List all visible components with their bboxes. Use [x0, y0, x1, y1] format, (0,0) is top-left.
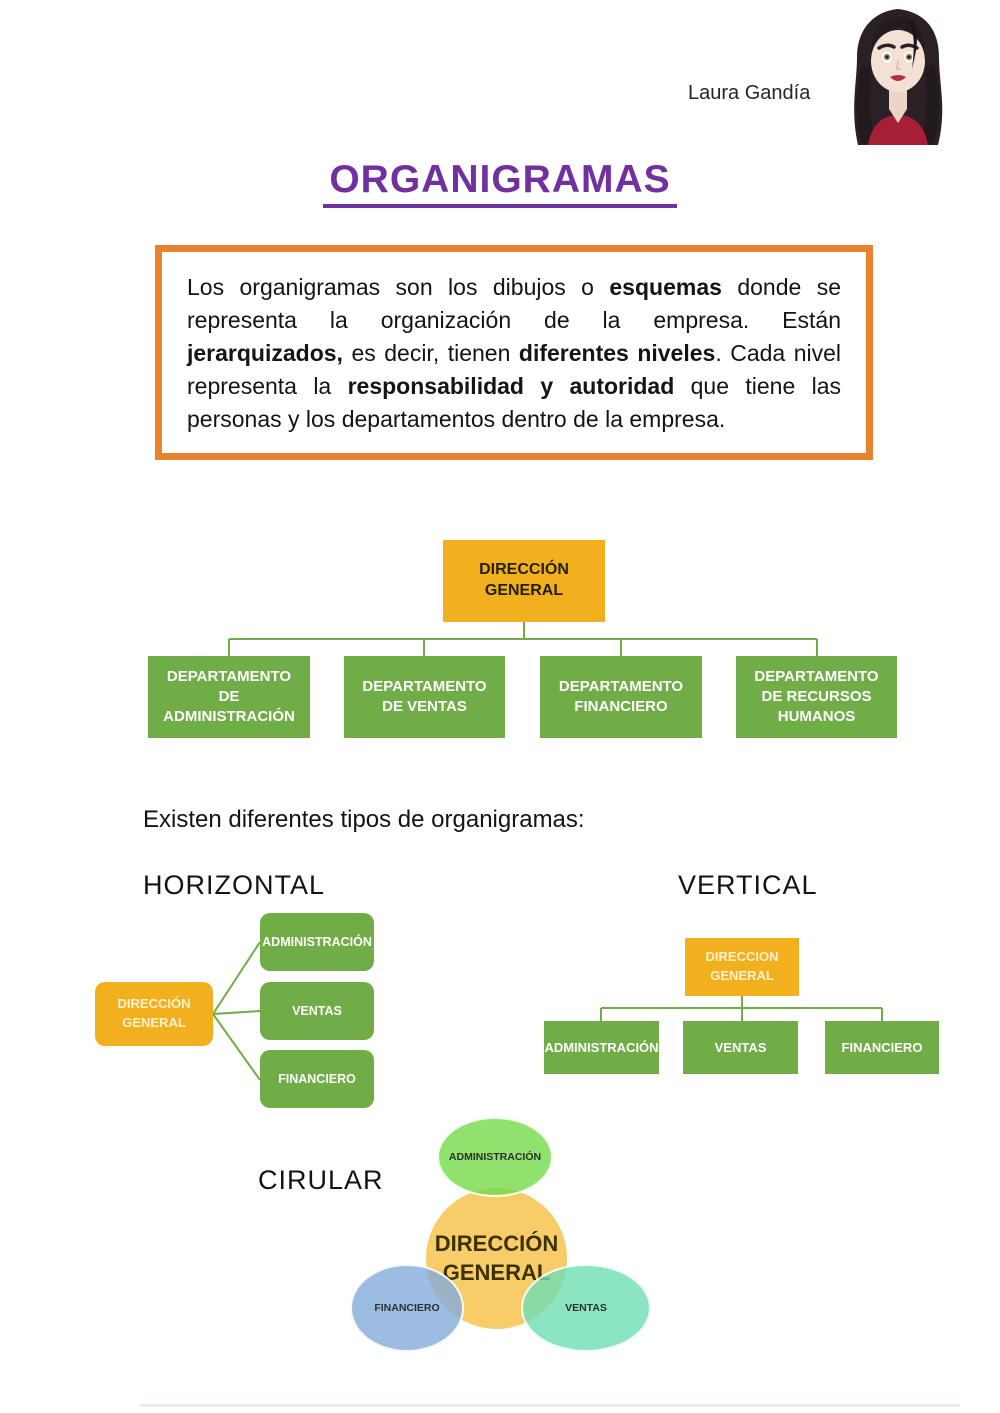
vertical-chart-connectors: [600, 996, 883, 1022]
intro-segment-bold: esquemas: [609, 274, 722, 300]
org-box-departamento-ventas: DEPARTAMENTO DE VENTAS: [344, 656, 505, 738]
intro-segment-bold: responsabilidad y autoridad: [347, 372, 675, 399]
heading-horizontal: HORIZONTAL: [143, 870, 326, 900]
vertical-box-ventas: VENTAS: [683, 1021, 798, 1074]
page-bottom-artifact-line: [140, 1404, 960, 1407]
org-box-departamento-administracion: DEPARTAMENTO DE ADMINISTRACIÓN: [148, 656, 310, 738]
horizontal-box-financiero: FINANCIERO: [260, 1050, 374, 1108]
intro-segment: . Cada nivel representa la: [187, 339, 841, 399]
vertical-box-direccion-general: DIRECCION GENERAL: [685, 938, 799, 996]
org-box-departamento-recursos-humanos: DEPARTAMENTO DE RECURSOS HUMANOS: [736, 656, 897, 738]
page-title: ORGANIGRAMAS: [0, 158, 1000, 208]
vertical-box-financiero: FINANCIERO: [825, 1021, 939, 1074]
author-name: Laura Gandía: [688, 82, 811, 104]
org-box-departamento-financiero: DEPARTAMENTO FINANCIERO: [540, 656, 702, 738]
intro-segment: donde se representa la organización de l…: [187, 274, 841, 333]
vertical-box-administracion: ADMINISTRACIÓN: [544, 1021, 659, 1074]
intro-segment: es decir, tienen: [342, 339, 519, 366]
horizontal-box-ventas: VENTAS: [260, 982, 374, 1040]
intro-segment-bold: diferentes niveles: [518, 339, 716, 366]
avatar-image: [854, 9, 943, 145]
horizontal-chart-connectors: [212, 941, 261, 1081]
circular-ellipse-administracion: ADMINISTRACIÓN: [437, 1117, 553, 1197]
horizontal-box-direccion-general: DIRECCIÓN GENERAL: [95, 982, 213, 1046]
intro-segment: que tiene las personas y los departament…: [187, 372, 841, 432]
intro-segment: Los organigramas son los dibujos o: [187, 274, 610, 300]
types-intro-text: Existen diferentes tipos de organigramas…: [143, 806, 585, 833]
horizontal-box-administracion: ADMINISTRACIÓN: [260, 913, 374, 971]
circular-ellipse-financiero: FINANCIERO: [350, 1264, 464, 1352]
org-box-direccion-general: DIRECCIÓN GENERAL: [443, 540, 605, 622]
circular-ellipse-ventas: VENTAS: [521, 1264, 651, 1352]
main-chart-connectors: [228, 622, 818, 656]
intro-segment-bold: jerarquizados,: [187, 339, 343, 366]
heading-circular: CIRULAR: [258, 1165, 384, 1195]
intro-text-box: Los organigramas son los dibujos o esque…: [155, 245, 873, 460]
heading-vertical: VERTICAL: [678, 870, 818, 900]
